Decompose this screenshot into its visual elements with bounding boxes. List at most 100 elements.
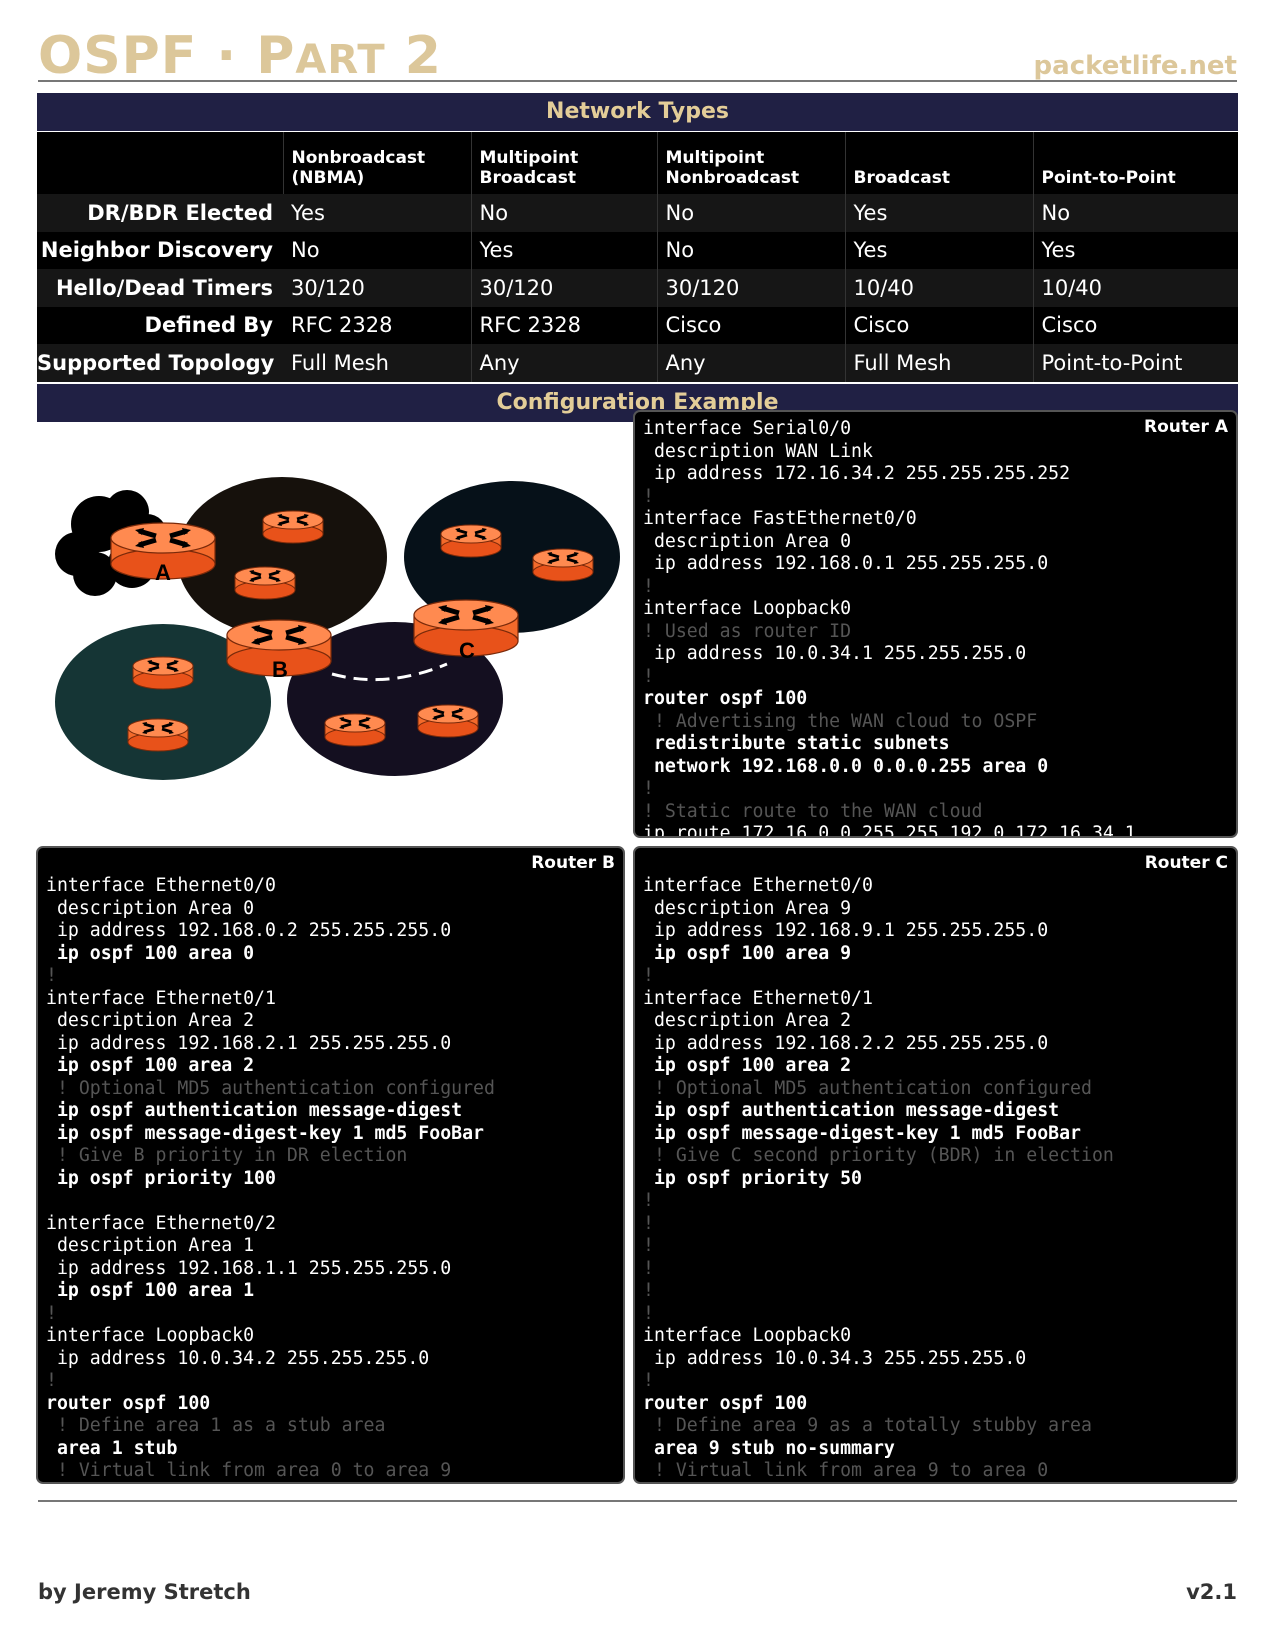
config-line: ip ospf 100 area 2 bbox=[46, 1055, 255, 1076]
router-icon bbox=[439, 523, 503, 559]
corner-cell bbox=[37, 132, 283, 194]
router-c-title: Router C bbox=[1144, 853, 1228, 873]
config-line: interface Ethernet0/1 bbox=[46, 987, 276, 1009]
table-cell: Yes bbox=[844, 231, 1033, 269]
network-types-band: Network Types bbox=[37, 93, 1238, 131]
table-cell: 10/40 bbox=[844, 269, 1033, 307]
table-cell: Yes bbox=[291, 200, 325, 225]
table-cell: No bbox=[470, 194, 657, 232]
router-b-title: Router B bbox=[531, 853, 615, 873]
table-cell: No bbox=[656, 231, 845, 269]
router-icon bbox=[323, 712, 387, 748]
router-b-icon: B bbox=[227, 620, 331, 682]
table-cell: 30/120 bbox=[291, 275, 365, 300]
config-line: description Area 1 bbox=[46, 1235, 255, 1256]
config-line: ip address 192.168.1.1 255.255.255.0 bbox=[46, 1257, 452, 1279]
router-c-icon: C bbox=[414, 600, 518, 663]
table-cell: Full Mesh bbox=[291, 350, 389, 375]
config-line: ! Virtual link from area 0 to area 9 bbox=[46, 1460, 452, 1481]
config-line: ip route 172.16.0.0 255.255.192.0 172.16… bbox=[643, 823, 1136, 838]
config-line: ! Advertising the WAN cloud to OSPF bbox=[643, 710, 1038, 732]
config-line: ip address 172.16.34.2 255.255.255.252 bbox=[643, 463, 1071, 484]
config-line: router ospf 100 bbox=[46, 1392, 211, 1414]
config-line: network 192.168.0.0 0.0.0.255 area 0 bbox=[643, 755, 1049, 777]
config-line: ! Define area 1 as a stub area bbox=[46, 1415, 386, 1436]
config-line: ! Virtual link from area 9 to area 0 bbox=[643, 1460, 1049, 1481]
config-line: ip address 192.168.2.1 255.255.255.0 bbox=[46, 1032, 452, 1054]
config-line: ip address 10.0.34.2 255.255.255.0 bbox=[46, 1347, 430, 1369]
column-header: Nonbroadcast(NBMA) bbox=[282, 132, 471, 194]
table-cell: Point-to-Point bbox=[1032, 344, 1238, 382]
config-line: description Area 0 bbox=[643, 530, 852, 552]
router-c-lines: interface Ethernet0/0 description Area 9… bbox=[643, 875, 1228, 1485]
table-cell: No bbox=[291, 238, 320, 263]
table-cell: RFC 2328 bbox=[470, 306, 657, 344]
table-cell: 30/120 bbox=[656, 269, 845, 307]
config-line: ! bbox=[643, 575, 654, 597]
config-line: ip ospf 100 area 9 bbox=[643, 942, 852, 964]
router-c-label: C bbox=[459, 638, 475, 663]
config-line: area 2 virtual-link 10.0.34.3 bbox=[46, 1483, 615, 1485]
table-cell: Cisco bbox=[844, 306, 1033, 344]
config-line: area 1 stub bbox=[46, 1437, 178, 1459]
config-line: interface Serial0/0 bbox=[643, 418, 852, 439]
row-label: Defined By bbox=[144, 313, 273, 338]
config-line: description Area 0 bbox=[46, 897, 255, 919]
config-line: interface Loopback0 bbox=[643, 1325, 852, 1346]
config-line: ! bbox=[643, 665, 654, 687]
table-cell: 10/40 bbox=[1032, 269, 1238, 307]
table-cell: Yes bbox=[1032, 231, 1238, 269]
config-line: area 2 virtual-link 10.0.34.2 bbox=[643, 1483, 1228, 1485]
router-b-label: B bbox=[272, 657, 288, 682]
config-line: ! Give B priority in DR election bbox=[46, 1145, 408, 1166]
router-a-title: Router A bbox=[1144, 417, 1228, 437]
router-icon bbox=[416, 703, 480, 739]
config-line: ip ospf 100 area 1 bbox=[46, 1280, 255, 1301]
config-line: ip address 10.0.34.3 255.255.255.0 bbox=[643, 1347, 1027, 1369]
config-line: description Area 9 bbox=[643, 897, 852, 919]
router-a-lines: interface Serial0/0 description WAN Link… bbox=[643, 418, 1228, 838]
table-cell: Cisco bbox=[656, 306, 845, 344]
ospf-topology-diagram: A B C bbox=[55, 477, 620, 780]
config-line: ! bbox=[643, 1235, 654, 1256]
config-line: ! bbox=[643, 485, 654, 507]
config-line: ip ospf message-digest-key 1 md5 FooBar bbox=[643, 1122, 1081, 1144]
router-a-label: A bbox=[155, 560, 171, 585]
config-line: router ospf 100 bbox=[643, 1392, 808, 1414]
config-line: ip ospf 100 area 0 bbox=[46, 942, 255, 964]
config-line: ! Define area 9 as a totally stubby area bbox=[643, 1415, 1092, 1436]
router-icon bbox=[233, 565, 297, 601]
column-header: Broadcast bbox=[844, 132, 1033, 194]
table-cell: 30/120 bbox=[470, 269, 657, 307]
footer-rule bbox=[38, 1500, 1237, 1502]
router-a-icon: A bbox=[111, 523, 215, 585]
config-line: interface Loopback0 bbox=[643, 598, 852, 619]
router-b-config: Router B interface Ethernet0/0 descripti… bbox=[36, 846, 625, 1484]
config-line: ! bbox=[643, 778, 654, 799]
config-line: interface Ethernet0/0 bbox=[643, 875, 873, 896]
config-line: ! bbox=[46, 1370, 57, 1391]
author: by Jeremy Stretch bbox=[38, 1580, 251, 1604]
router-b-lines: interface Ethernet0/0 description Area 0… bbox=[46, 875, 615, 1485]
row-label: Hello/Dead Timers bbox=[55, 275, 273, 300]
config-line: ! bbox=[643, 1257, 654, 1279]
site-name: packetlife.net bbox=[1033, 51, 1237, 81]
config-line bbox=[46, 1190, 615, 1213]
router-icon bbox=[126, 717, 190, 753]
config-line: ! bbox=[643, 1302, 654, 1324]
config-line: ! bbox=[643, 1280, 654, 1301]
config-line: ip address 192.168.9.1 255.255.255.0 bbox=[643, 920, 1049, 941]
config-line: interface Ethernet0/0 bbox=[46, 875, 276, 896]
config-line: ip address 192.168.0.2 255.255.255.0 bbox=[46, 920, 452, 941]
config-line: ip ospf priority 100 bbox=[46, 1167, 276, 1189]
config-line: ip address 10.0.34.1 255.255.255.0 bbox=[643, 643, 1027, 664]
router-icon bbox=[531, 547, 595, 583]
config-line: ip ospf priority 50 bbox=[643, 1167, 862, 1189]
version: v2.1 bbox=[1186, 1580, 1237, 1604]
row-label: Neighbor Discovery bbox=[40, 238, 273, 263]
